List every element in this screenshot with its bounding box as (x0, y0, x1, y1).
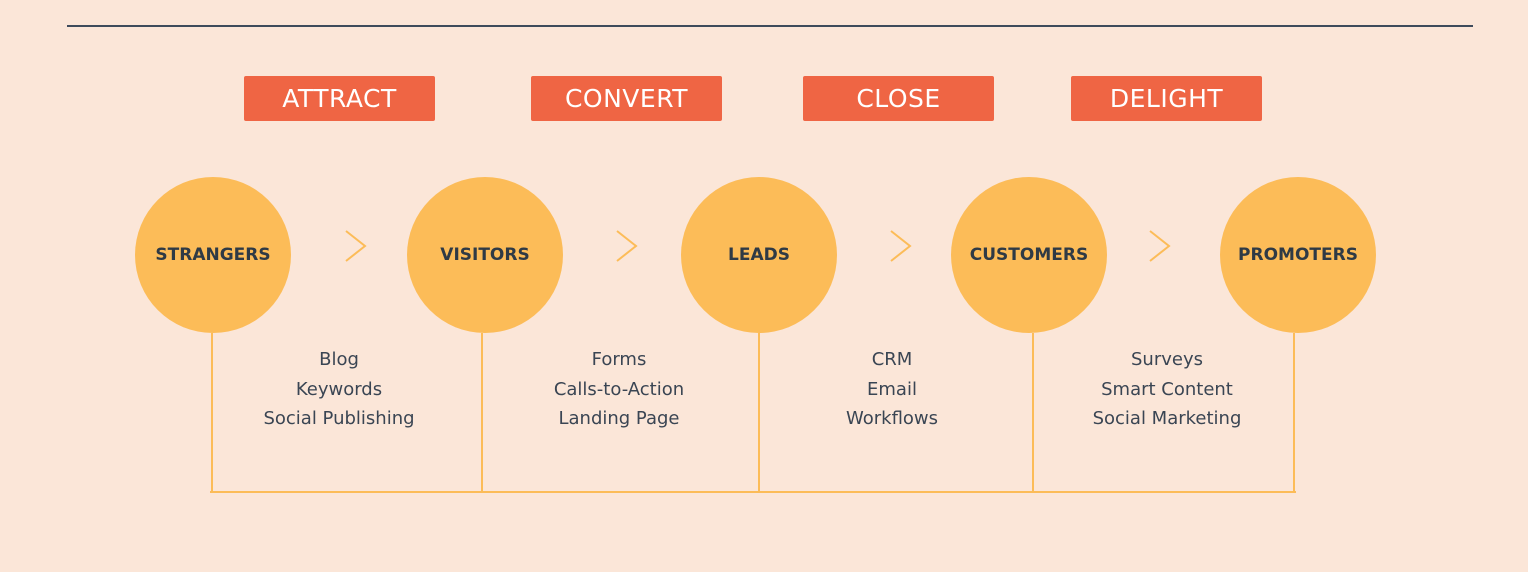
stage-attract: ATTRACT (244, 76, 435, 121)
stage-close: CLOSE (803, 76, 994, 121)
node-promoters: PROMOTERS (1220, 177, 1376, 333)
connector-line-leads (758, 333, 760, 493)
node-visitors: VISITORS (407, 177, 563, 333)
stage-convert: CONVERT (531, 76, 722, 121)
list-item: Email (867, 378, 917, 400)
list-item: Landing Page (558, 408, 680, 429)
list-item: Workflows (845, 408, 939, 429)
tool-list-convert: Forms Calls-to-Action Landing Page (509, 345, 729, 434)
list-item: Smart Content (1101, 378, 1233, 400)
node-label: STRANGERS (155, 245, 271, 265)
list-item: Social Marketing (1092, 408, 1242, 429)
list-item: Forms (591, 349, 647, 370)
top-divider (67, 25, 1473, 27)
node-label: CUSTOMERS (969, 245, 1089, 265)
node-label: VISITORS (440, 245, 530, 265)
connector-line-visitors (481, 333, 483, 493)
tool-list-close: CRM Email Workflows (782, 345, 1002, 434)
connector-line-strangers (211, 333, 213, 493)
chevron-right-icon (345, 230, 367, 262)
list-item: Calls-to-Action (553, 378, 685, 400)
node-label: PROMOTERS (1238, 245, 1358, 265)
list-item: CRM (871, 349, 913, 370)
tool-list-attract: Blog Keywords Social Publishing (229, 345, 449, 434)
node-leads: LEADS (681, 177, 837, 333)
stage-delight: DELIGHT (1071, 76, 1262, 121)
list-item: Surveys (1131, 349, 1203, 370)
node-strangers: STRANGERS (135, 177, 291, 333)
connector-baseline (210, 491, 1296, 493)
tool-list-delight: Surveys Smart Content Social Marketing (1057, 345, 1277, 434)
node-label: LEADS (728, 245, 790, 265)
chevron-right-icon (890, 230, 912, 262)
node-customers: CUSTOMERS (951, 177, 1107, 333)
connector-line-customers (1032, 333, 1034, 493)
chevron-right-icon (1149, 230, 1171, 262)
connector-line-promoters (1293, 333, 1295, 493)
list-item: Keywords (295, 378, 383, 400)
list-item: Blog (319, 349, 359, 370)
chevron-right-icon (616, 230, 638, 262)
list-item: Social Publishing (263, 408, 415, 429)
